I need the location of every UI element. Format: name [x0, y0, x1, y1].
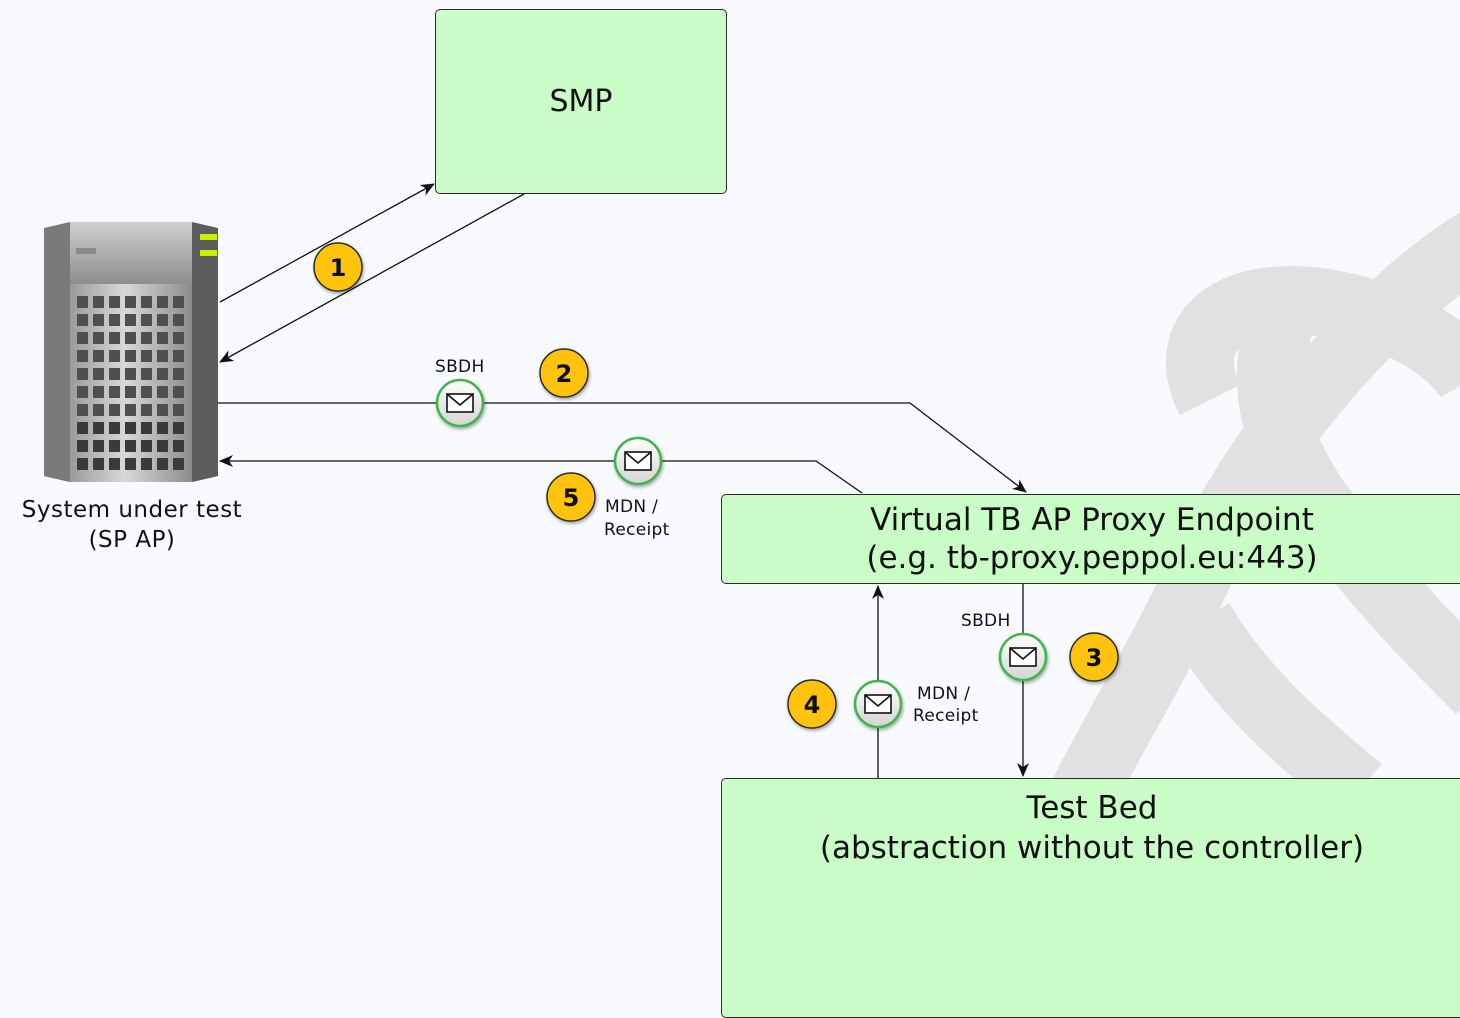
sut-label: System under test — [21, 497, 243, 523]
svg-text:3: 3 — [1086, 644, 1103, 672]
message-label-receipt-testbed: Receipt — [913, 706, 979, 726]
flow-smp-to-sut — [219, 193, 525, 363]
message-envelope-mdn-testbed-icon — [853, 679, 903, 729]
proxy-title: Virtual TB AP Proxy Endpoint — [870, 502, 1314, 538]
flow-proxy-to-sut — [219, 455, 863, 494]
server-icon — [44, 222, 218, 482]
testbed-title: Test Bed — [1026, 790, 1158, 826]
testbed-subtitle: (abstraction without the controller) — [819, 830, 1365, 866]
step-badge-3: 3 — [1069, 632, 1119, 682]
message-label-receipt: Receipt — [604, 520, 670, 540]
step-badge-5: 5 — [546, 472, 596, 522]
message-label-sbdh-testbed: SBDH — [961, 611, 1011, 631]
step-badge-1: 1 — [313, 242, 363, 292]
flow-sut-to-smp — [219, 183, 435, 303]
message-label-mdn: MDN / — [605, 497, 659, 517]
sut-sublabel: (SP AP) — [88, 527, 176, 553]
step-badge-4: 4 — [787, 679, 837, 729]
svg-text:2: 2 — [556, 360, 573, 388]
svg-text:1: 1 — [330, 254, 347, 282]
svg-text:4: 4 — [804, 691, 821, 719]
proxy-endpoint-node: Virtual TB AP Proxy Endpoint (e.g. tb-pr… — [721, 494, 1460, 584]
message-envelope-sbdh-testbed-icon — [998, 632, 1048, 682]
message-envelope-mdn-icon — [613, 436, 663, 486]
smp-node: SMP — [435, 9, 727, 194]
smp-label: SMP — [549, 84, 613, 119]
message-envelope-sbdh-icon — [435, 378, 485, 428]
test-bed-node: Test Bed (abstraction without the contro… — [721, 778, 1460, 1018]
step-badge-2: 2 — [539, 348, 589, 398]
message-label-sbdh: SBDH — [435, 357, 485, 377]
svg-text:5: 5 — [563, 484, 580, 512]
proxy-subtitle: (e.g. tb-proxy.peppol.eu:443) — [866, 540, 1318, 576]
message-label-mdn-testbed: MDN / — [917, 684, 971, 704]
